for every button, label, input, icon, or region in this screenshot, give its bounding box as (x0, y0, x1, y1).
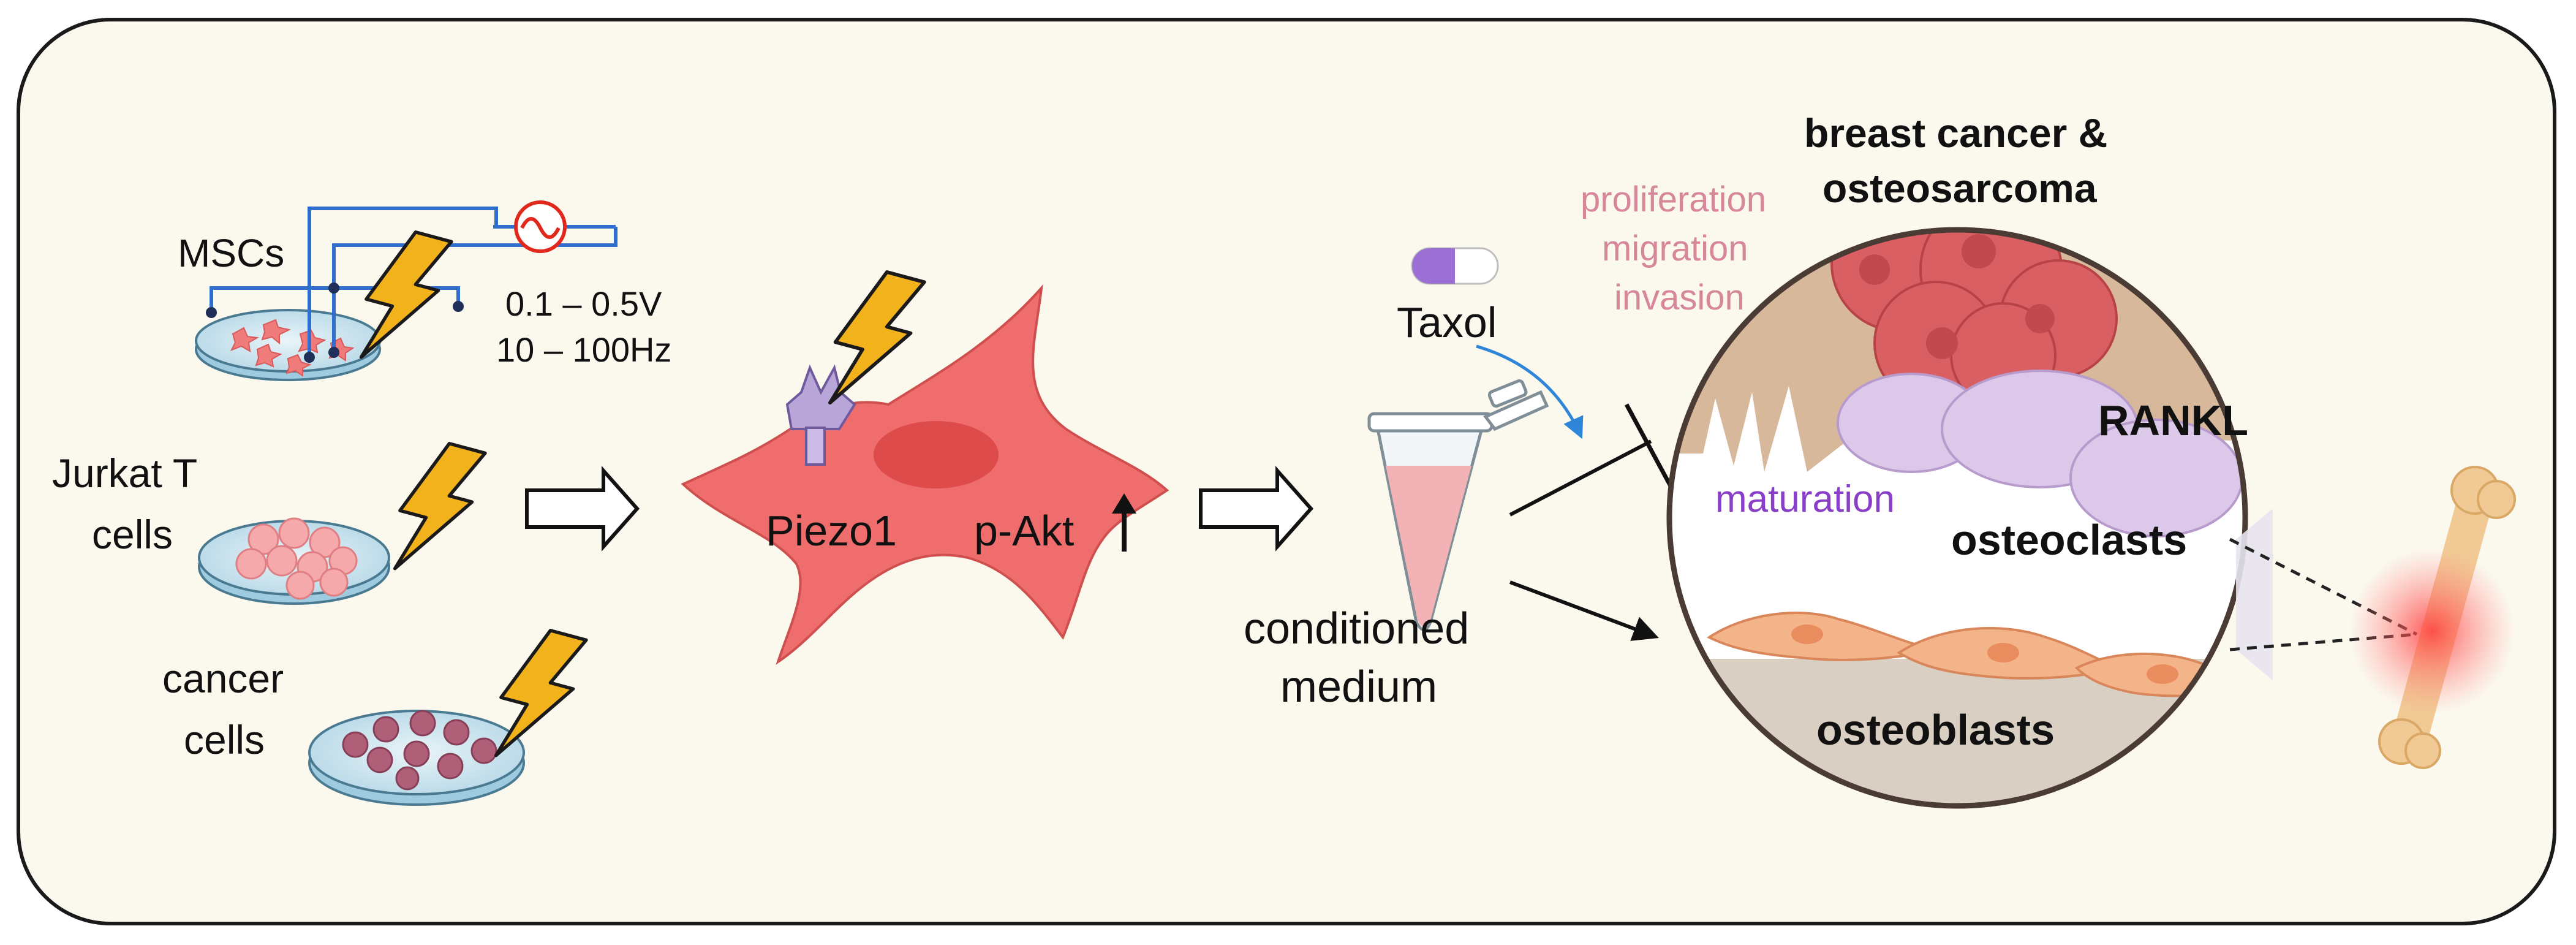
piezo1-channel-icon (785, 364, 856, 466)
zoom-cone (2236, 509, 2273, 680)
hollow-arrow-icon (1199, 466, 1314, 552)
tumor-glow (2349, 548, 2515, 714)
label-jurkat-line1: Jurkat T (52, 450, 197, 496)
osteoclast-cells (1837, 370, 2243, 537)
msc-dish: MSCs 0.1 – 0.5V 10 – 100Hz (178, 200, 671, 381)
taxol-arrow (1476, 344, 1584, 439)
ac-source-icon (514, 200, 567, 253)
label-conditioned-line1: conditioned (1244, 604, 1469, 653)
taxol-capsule-icon (1411, 247, 1499, 285)
label-frequency: 10 – 100Hz (496, 330, 671, 369)
activation-arrow (1509, 580, 1659, 641)
label-cancer-line2: cells (184, 717, 265, 762)
label-proliferation: proliferation (1581, 180, 1766, 219)
label-osteoblasts: osteoblasts (1816, 706, 2055, 754)
label-migration: migration (1602, 229, 1748, 268)
label-pakt: p-Akt (974, 507, 1074, 555)
cancer-dish: cancer cells (162, 623, 586, 806)
jurkat-dish: Jurkat T cells (52, 436, 485, 605)
label-maturation: maturation (1715, 478, 1895, 520)
label-conditioned-line2: medium (1280, 662, 1437, 712)
hollow-arrow-icon (525, 466, 640, 552)
inhibition-icon (1509, 403, 1674, 517)
label-rankl: RANKL (2098, 397, 2248, 444)
cell-nucleus (874, 421, 999, 488)
label-piezo1: Piezo1 (766, 507, 897, 555)
eppendorf-tube-icon (1367, 379, 1549, 631)
label-voltage: 0.1 – 0.5V (505, 284, 662, 323)
label-cancer-title-line1: breast cancer & (1804, 110, 2107, 156)
bone-icon (2349, 466, 2516, 769)
label-osteoclasts: osteoclasts (1951, 516, 2187, 564)
up-arrow-icon (1112, 493, 1136, 552)
label-cancer-line1: cancer (162, 656, 284, 701)
stimulated-msc-cell: Piezo1 p-Akt (681, 264, 1169, 665)
bone-microenvironment (1666, 227, 2248, 809)
label-jurkat-line2: cells (92, 512, 173, 557)
label-mscs: MSCs (178, 231, 284, 275)
label-taxol: Taxol (1397, 298, 1497, 346)
label-cancer-title-line2: osteosarcoma (1822, 165, 2098, 211)
label-invasion: invasion (1614, 278, 1745, 317)
